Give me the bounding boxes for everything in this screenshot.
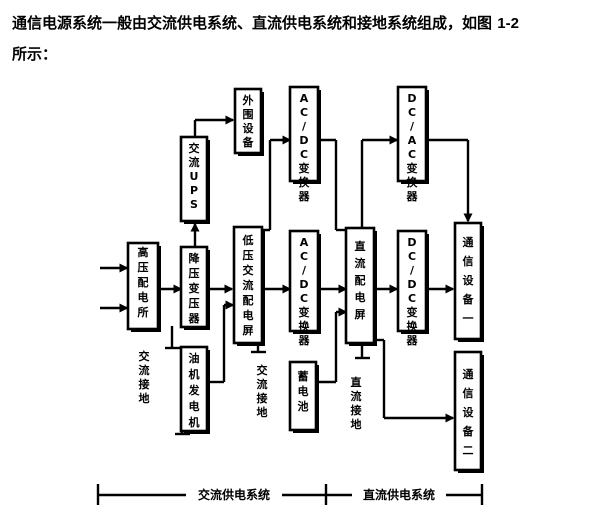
dc-system-label: 直流供电系统 <box>363 487 435 502</box>
connector-lines <box>100 115 473 436</box>
intro-text-before: 通信电源系统一般由交流供电系统、直流供电系统和接地系统组成，如图 <box>12 14 498 32</box>
box-battery: 蓄电池 <box>288 360 319 433</box>
box-battery-label: 蓄电池 <box>298 369 309 413</box>
box-hv-room: 高压配电所 <box>126 241 161 332</box>
intro-text-after: 所示： <box>12 45 58 63</box>
box-telecom-1: 通信设备一 <box>453 221 484 342</box>
ac-system-label: 交流供电系统 <box>198 487 270 502</box>
system-bracket: 交流供电系统 直流供电系统 <box>96 484 484 505</box>
box-dc-panel-label: 直流配电屏 <box>355 239 366 321</box>
dc-ground-label: 直流接地 <box>351 375 362 431</box>
box-step-down: 降压变压器 <box>179 245 210 330</box>
intro-paragraph: 通信电源系统一般由交流供电系统、直流供电系统和接地系统组成，如图 1-2 所示： <box>12 8 586 69</box>
box-telecom-1-label: 通信设备一 <box>462 236 475 325</box>
box-telecom-2: 通信设备二 <box>453 350 484 473</box>
ac-ground-label-1: 交流接地 <box>139 349 150 405</box>
box-oil-generator-label: 油机发电机 <box>188 351 201 429</box>
box-lv-ac-panel-label: 低压交流配电屏 <box>242 233 254 337</box>
box-oil-generator: 油机发电机 <box>179 345 210 434</box>
box-hv-room-label: 高压配电所 <box>138 245 149 319</box>
ac-ground-label-2: 交流接地 <box>257 363 268 419</box>
box-facility-label: 外围设备 <box>242 93 255 149</box>
box-dc-panel: 直流配电屏 <box>344 226 377 346</box>
box-step-down-label: 降压变压器 <box>188 251 201 325</box>
box-facility: 外围设备 <box>233 87 264 156</box>
box-lv-ac-panel: 低压交流配电屏 <box>232 225 265 346</box>
box-telecom-2-label: 通信设备二 <box>462 368 475 457</box>
figure-reference: 1-2 <box>497 15 519 32</box>
